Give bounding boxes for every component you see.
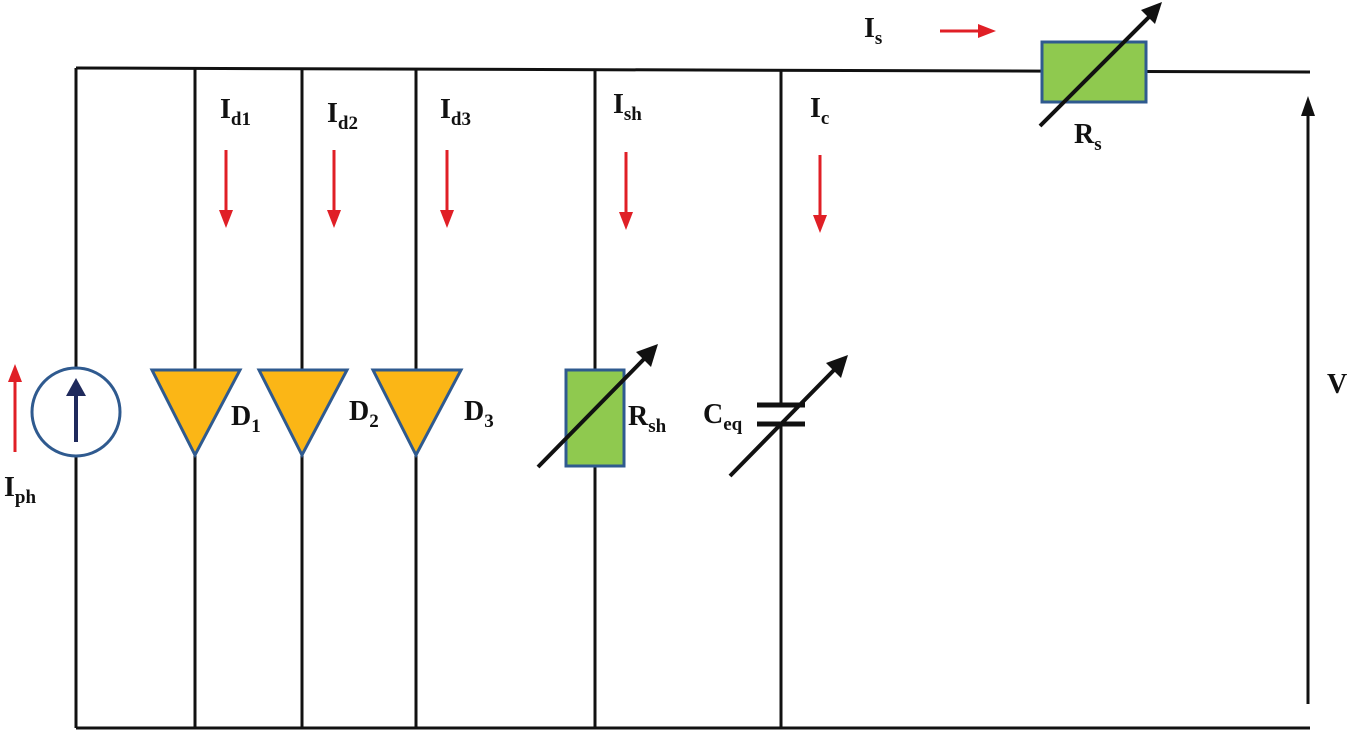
label-id3: Id3 [440,94,471,130]
label-rs: Rs [1074,119,1102,155]
label-d1: D1 [231,401,261,437]
shunt-resistor-rsh [564,368,626,468]
source-up-arrow-icon [66,378,86,442]
id3-current-arrow [440,150,454,228]
label-d2: D2 [349,396,379,432]
id2-current-arrow [327,150,341,228]
ish-current-arrow [619,152,633,230]
diode-d1 [149,368,243,459]
label-ish: Ish [613,89,642,125]
label-ceq: Ceq [703,399,743,435]
label-d3: D3 [464,396,494,432]
iph-current-arrow [8,364,22,452]
label-ic: Ic [810,93,829,129]
label-rsh: Rsh [628,401,667,437]
ceq-variable-arrow-icon [728,355,848,478]
voltage-arrow-icon [1301,96,1315,704]
label-id1: Id1 [220,94,251,130]
label-iph: Iph [4,472,36,508]
rs-variable-arrow-icon [1038,2,1162,128]
rsh-variable-arrow-icon [536,344,658,469]
diode-d3 [370,368,464,459]
diode-d2 [256,368,350,459]
label-id2: Id2 [327,98,358,134]
is-current-arrow [940,24,996,38]
label-v: V [1327,369,1347,400]
label-is: Is [864,13,882,49]
id1-current-arrow [219,150,233,228]
ic-current-arrow [813,155,827,233]
